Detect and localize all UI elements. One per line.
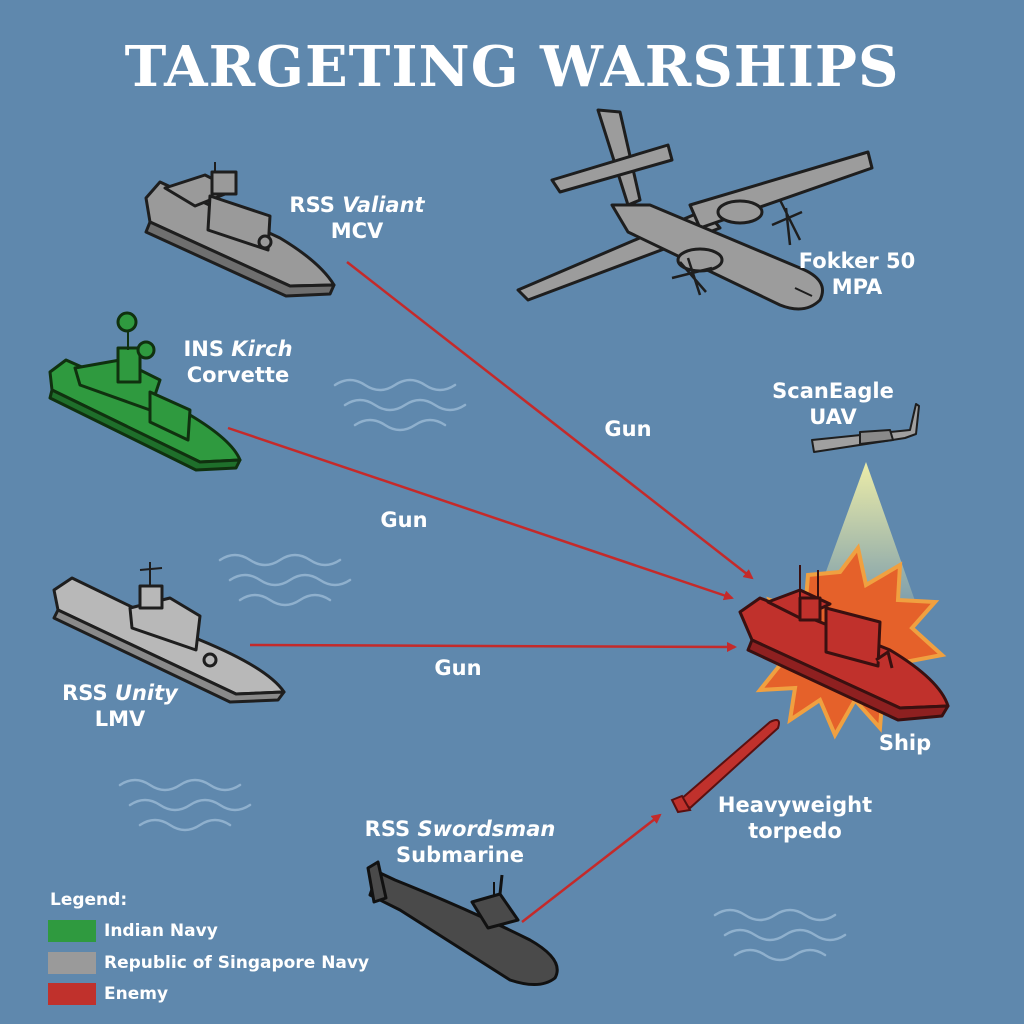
legend-title: Legend: bbox=[50, 890, 128, 910]
swordsman-submarine bbox=[366, 860, 559, 986]
ship-label: Ship bbox=[878, 731, 932, 755]
legend-label: Indian Navy bbox=[104, 921, 218, 941]
torpedo-label: Heavyweight torpedo bbox=[717, 793, 873, 843]
kirch-gun-arrow bbox=[227, 426, 734, 601]
fokker-label: Fokker 50 MPA bbox=[798, 249, 916, 299]
kirch-gun-label: Gun bbox=[380, 508, 428, 532]
water-waves bbox=[118, 378, 847, 962]
legend-label: Republic of Singapore Navy bbox=[104, 953, 370, 973]
legend-label: Enemy bbox=[104, 984, 169, 1004]
unity-gun-arrow bbox=[249, 641, 737, 652]
valiant-label: RSS Valiant MCV bbox=[289, 193, 425, 243]
scaneagle-label: ScanEagle UAV bbox=[772, 379, 894, 429]
valiant-gun-arrow bbox=[346, 261, 754, 580]
legend-swatch-red bbox=[48, 983, 96, 1005]
enemy-ship bbox=[738, 565, 950, 722]
legend-swatch-gray bbox=[48, 952, 96, 974]
legend-swatch-green bbox=[48, 920, 96, 942]
kirch-label: INS Kirch Corvette bbox=[183, 337, 293, 387]
swordsman-label: RSS Swordsman Submarine bbox=[364, 817, 556, 867]
kirch-ship bbox=[48, 311, 242, 472]
submarine-torpedo-arrow bbox=[521, 813, 662, 923]
unity-label: RSS Unity LMV bbox=[62, 681, 178, 731]
fokker-50-aircraft bbox=[516, 108, 874, 311]
valiant-gun-label: Gun bbox=[604, 417, 652, 441]
unity-ship bbox=[52, 562, 286, 704]
page-title: TARGETING WARSHIPS bbox=[124, 34, 900, 100]
valiant-ship bbox=[144, 162, 336, 298]
attack-arrows bbox=[227, 261, 754, 923]
unity-gun-label: Gun bbox=[434, 656, 482, 680]
scaneagle-uav bbox=[811, 403, 920, 453]
heavyweight-torpedo bbox=[670, 719, 780, 814]
